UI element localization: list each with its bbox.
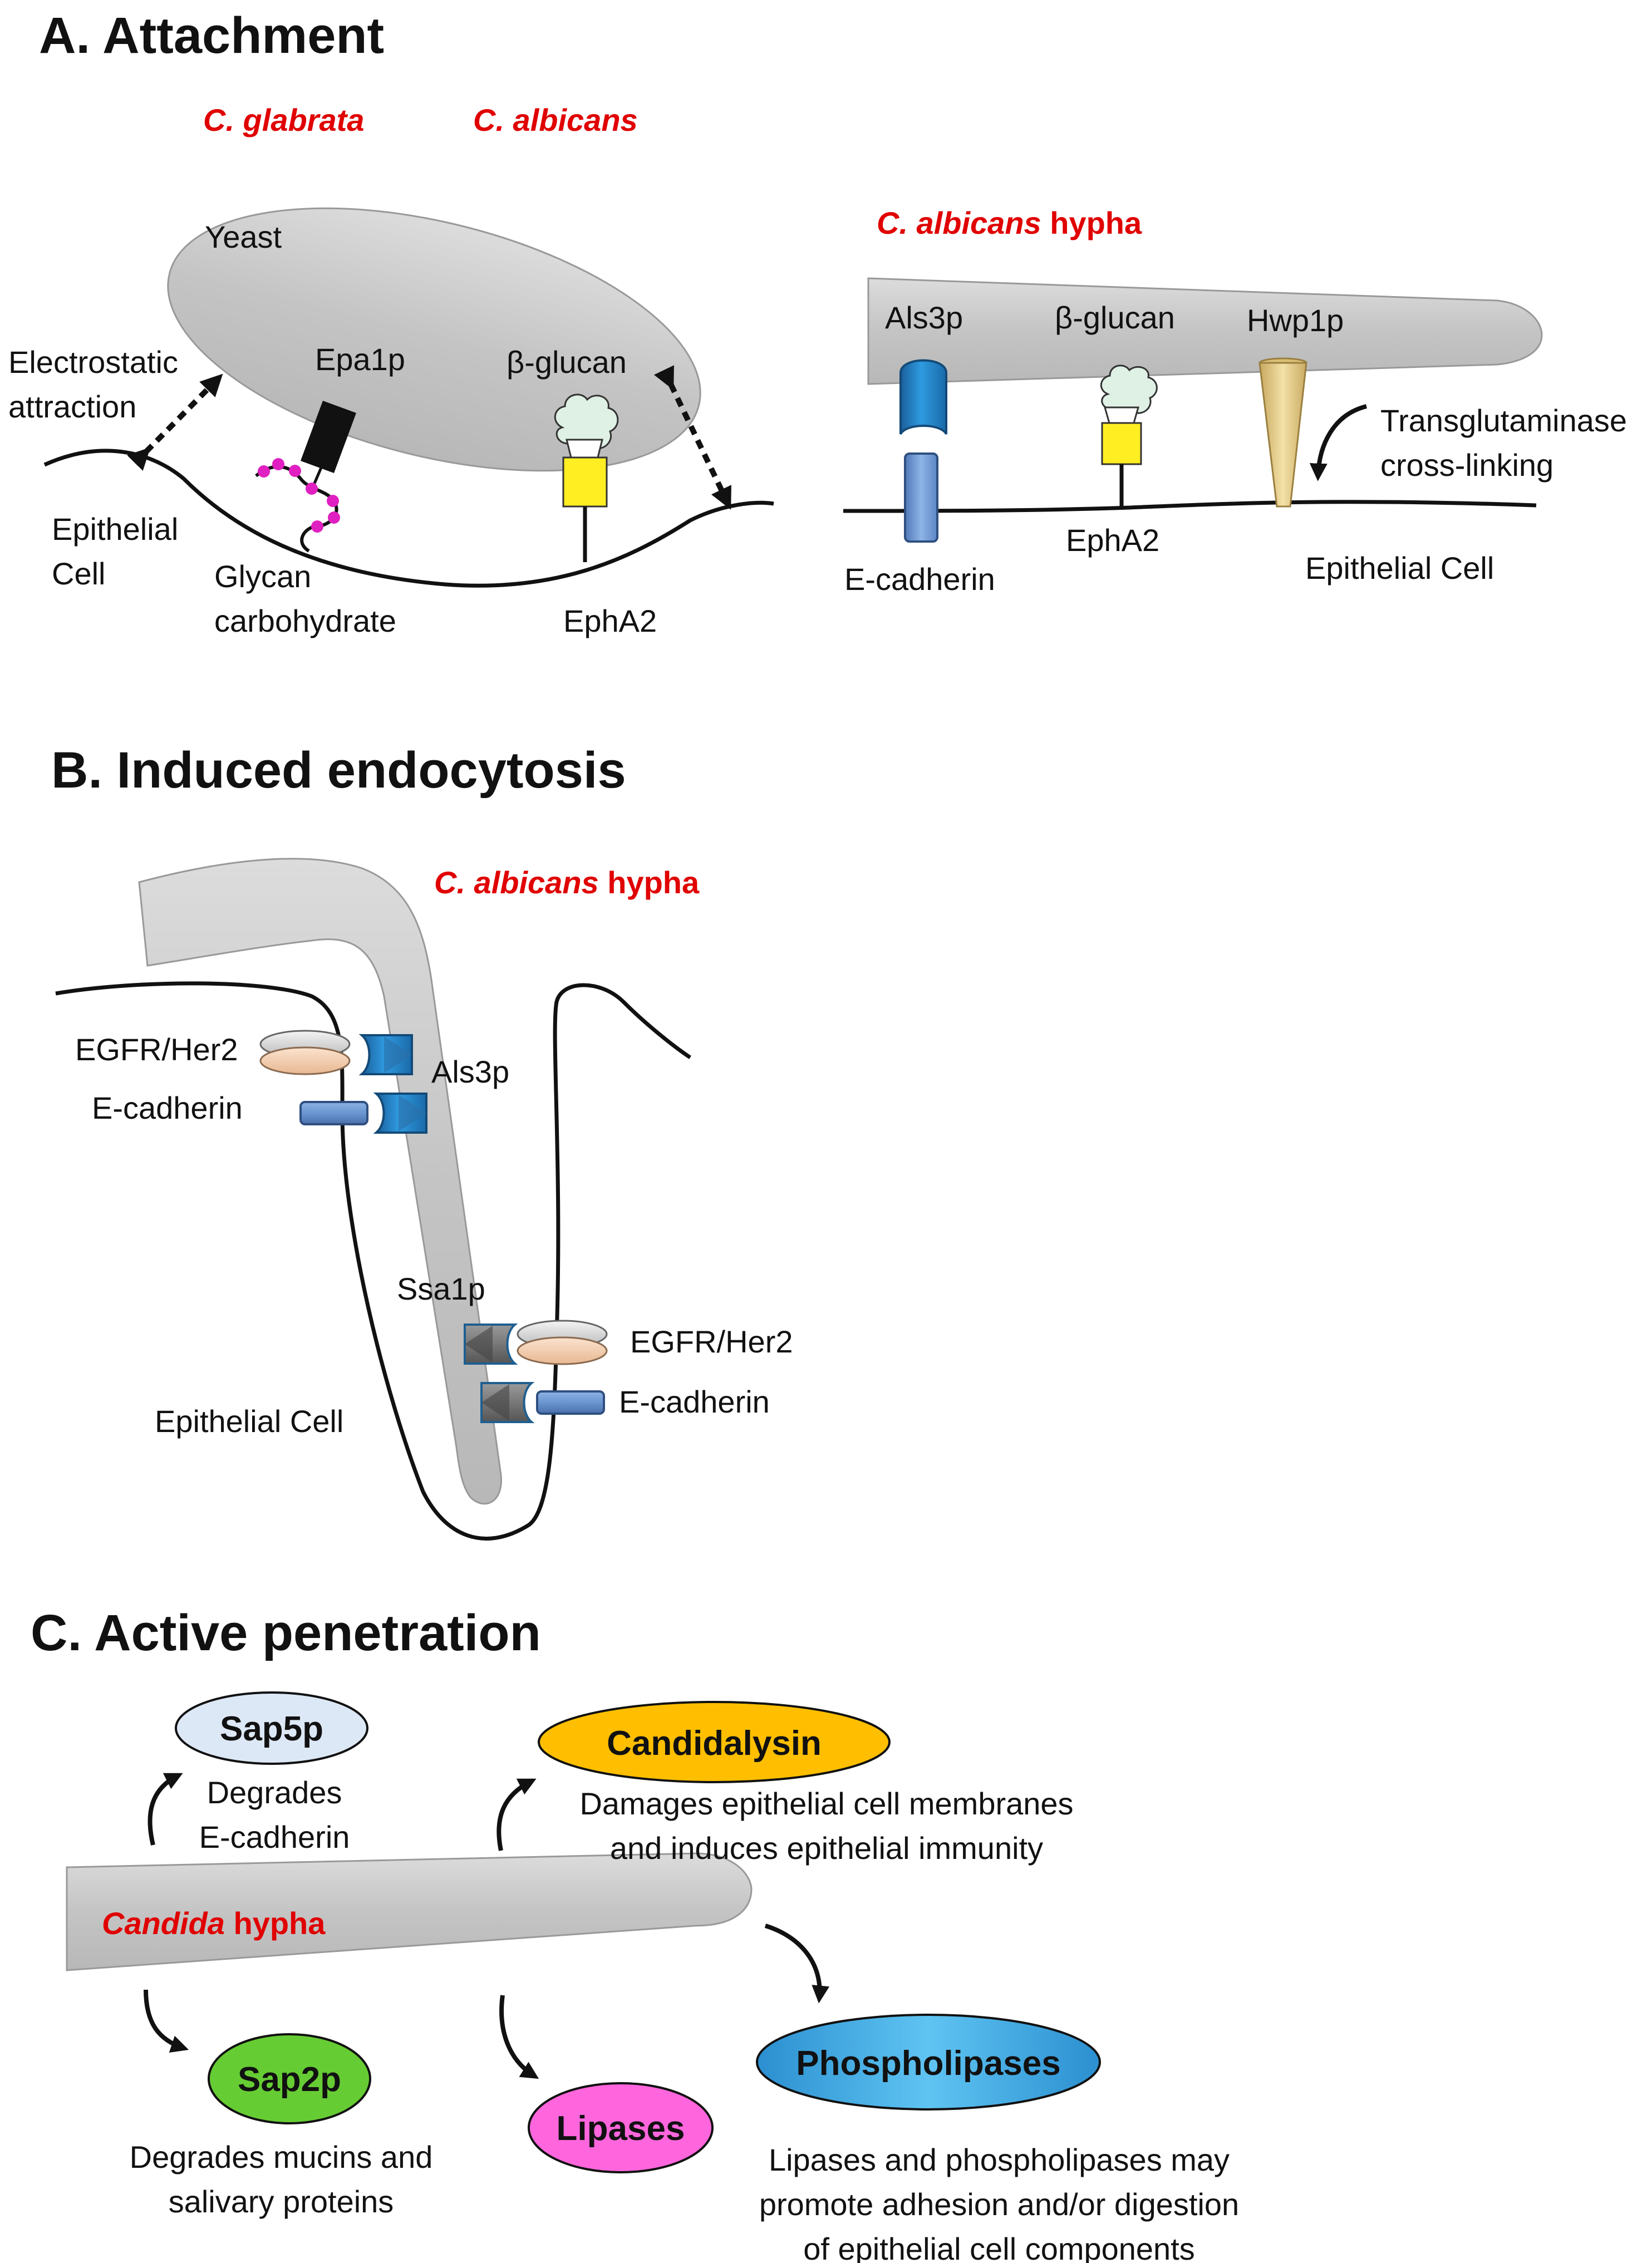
e-cadherin-label-lower: E-cadherin (619, 1384, 770, 1419)
beta-glucan-label-right: β-glucan (1055, 300, 1175, 335)
beta-glucan-epha2-complex (554, 393, 619, 562)
hwp1p-label: Hwp1p (1247, 303, 1344, 338)
sap2p-desc-line2: salivary proteins (169, 2184, 394, 2219)
candidalysin-arrow (496, 1778, 537, 1851)
egfr-her2-label-upper: EGFR/Her2 (75, 1032, 238, 1067)
glycan-label-line1: Glycan (214, 559, 311, 594)
epha2-label: EphA2 (563, 603, 657, 638)
epa1p-adhesin (301, 401, 356, 473)
candidalysin-desc-line1: Damages epithelial cell membranes (579, 1786, 1073, 1821)
epha2-label-right: EphA2 (1066, 523, 1159, 558)
hypha-a (867, 277, 1543, 385)
panel-c-heading: C. Active penetration (31, 1605, 541, 1661)
epithelial-cell-label-b: Epithelial Cell (155, 1404, 343, 1439)
epithelial-cell-label-a-right: Epithelial Cell (1305, 550, 1494, 586)
als3p-adhesin (899, 359, 947, 435)
candidalysin-desc-line2: and induces epithelial immunity (610, 1831, 1043, 1866)
phospholipases-label: Phospholipases (796, 2044, 1060, 2083)
yeast-label: Yeast (205, 219, 282, 254)
egfr-her2-lower-b (517, 1336, 608, 1365)
sap2p-oval (208, 2033, 371, 2124)
lipase-desc-line1: Lipases and phospholipases may (769, 2142, 1230, 2177)
sap2p-arrow (144, 1989, 189, 2053)
c-glabrata-label: C. glabrata (203, 102, 364, 137)
hypha-c (66, 1852, 753, 1971)
panel-a-left: C. glabrata C. albicans Yeast Electrosta… (8, 102, 774, 638)
transglutaminase-arrow (1309, 404, 1368, 481)
sap5p-oval (175, 1691, 368, 1765)
e-cadherin-label-a: E-cadherin (844, 562, 995, 597)
egfr-her2-label-lower: EGFR/Her2 (630, 1324, 793, 1359)
yeast-cell (167, 207, 701, 472)
panel-a-right: C. albicans hypha Als3p E-cadherin β-glu… (843, 205, 1627, 597)
epa1p-label: Epa1p (315, 342, 405, 377)
electrostatic-label-line2: attraction (8, 389, 136, 424)
transglutaminase-label-line1: Transglutaminase (1380, 403, 1627, 438)
beta-glucan-epha2-right (1100, 365, 1158, 508)
transglutaminase-label-line2: cross-linking (1380, 447, 1553, 483)
c-albicans-label: C. albicans (473, 102, 638, 137)
glycan-beads (258, 458, 340, 533)
e-cadherin-receptor (904, 452, 938, 543)
epithelial-cell-label-line2: Cell (52, 556, 105, 591)
ecadherin-als3p-complex-upper (299, 1093, 427, 1134)
epithelial-cell-label-line1: Epithelial (52, 511, 178, 547)
epha2-receptor (562, 456, 608, 508)
hwp1p-adhesin (1258, 357, 1307, 508)
epithelial-membrane-right (843, 500, 1537, 513)
e-cadherin-lower (536, 1390, 605, 1415)
panel-b-heading: B. Induced endocytosis (51, 742, 626, 799)
candidalysin-label: Candidalysin (607, 1724, 822, 1763)
ssa1p-label: Ssa1p (397, 1271, 485, 1306)
egfr-her2-upper-b (259, 1046, 351, 1075)
sap5p-desc-line1: Degrades (207, 1775, 342, 1810)
glycan-label-line2: carbohydrate (214, 603, 396, 638)
panel-c: Candida hypha Sap5p Degrades E-cadherin … (66, 1691, 1239, 2263)
sap2p-label: Sap2p (238, 2060, 341, 2099)
ssa1p-egfr-complex-lower (464, 1320, 608, 1365)
lipase-desc-line3: of epithelial cell components (803, 2231, 1195, 2263)
egfr-her2-als3p-complex-upper (259, 1030, 413, 1075)
candidalysin-oval (538, 1701, 891, 1783)
hypha-b (138, 858, 502, 1505)
electrostatic-label-line1: Electrostatic (8, 345, 178, 380)
lipases-oval (528, 2082, 714, 2173)
hypha-title-a: C. albicans hypha (877, 205, 1142, 240)
als3p-ecadherin-complex (899, 359, 947, 543)
sap5p-desc-line2: E-cadherin (199, 1819, 350, 1854)
lipase-desc-line2: promote adhesion and/or digestion (759, 2187, 1239, 2222)
sap5p-arrow (148, 1773, 183, 1846)
electrostatic-arrow-right (653, 365, 731, 510)
sap5p-label: Sap5p (220, 1710, 323, 1748)
panel-b: C. albicans hypha EGFR/Her2 Als3p E-cadh… (55, 858, 793, 1541)
als3p-label: Als3p (885, 300, 963, 335)
beta-glucan-label: β-glucan (507, 345, 627, 380)
lipases-arrow (499, 1995, 539, 2079)
phospholipases-arrow (764, 1923, 830, 2004)
e-cadherin-upper (299, 1101, 368, 1125)
epha2-receptor-right (1101, 422, 1142, 465)
sap2p-desc-line1: Degrades mucins and (130, 2139, 433, 2175)
epithelial-membrane-b (55, 981, 691, 1541)
hypha-title-b: C. albicans hypha (434, 865, 700, 900)
als3p-label-b: Als3p (431, 1054, 509, 1089)
ssa1p-ecadherin-complex-lower (480, 1382, 605, 1423)
phospholipases-oval (756, 2014, 1101, 2111)
panel-a-heading: A. Attachment (39, 7, 384, 64)
e-cadherin-label-upper: E-cadherin (92, 1090, 243, 1125)
hypha-title-c: Candida hypha (102, 1906, 326, 1941)
lipases-label: Lipases (557, 2109, 685, 2148)
electrostatic-arrow-left (127, 373, 223, 471)
